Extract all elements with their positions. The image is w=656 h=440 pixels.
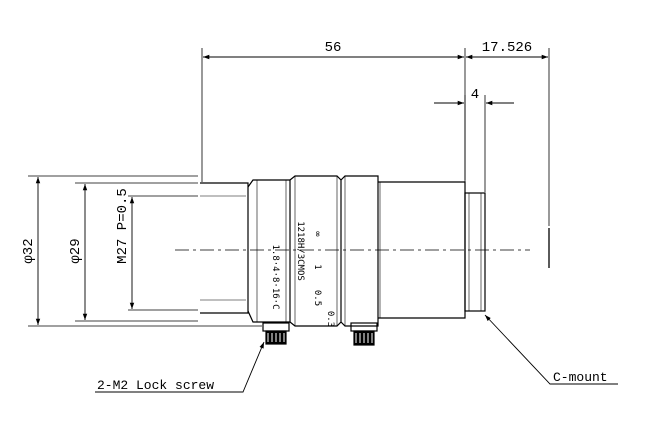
dim-outer-dia-label: φ32	[21, 238, 37, 263]
dim-flange-label: 17.526	[482, 40, 532, 56]
engraving-apertures: 1.8·4·8·16·C	[270, 244, 280, 309]
c-mount-thread	[464, 192, 486, 312]
rear-barrel	[340, 175, 379, 327]
engraving-distance-2: 0.5	[312, 290, 322, 306]
engraving-distance-3: 0.3	[325, 311, 335, 327]
lock-screw-label: 2-M2 Lock screw	[97, 378, 214, 393]
engraving-distance-1: 1	[312, 264, 322, 269]
front-barrel	[200, 182, 249, 314]
dim-length-label: 56	[325, 40, 342, 56]
c-mount-label: C-mount	[553, 370, 608, 385]
engraving-model: 1218H/3CMOS	[295, 221, 305, 281]
dim-thread-label: M27 P=0.5	[115, 188, 131, 264]
dim-mount-width-label: 4	[471, 87, 479, 103]
leader-c-mount	[484, 314, 618, 385]
dim-inner-dia-label: φ29	[68, 238, 84, 263]
engraving-infinity: ∞	[312, 231, 322, 237]
leader-lock-screw	[95, 341, 265, 393]
aperture-ring	[289, 175, 342, 327]
